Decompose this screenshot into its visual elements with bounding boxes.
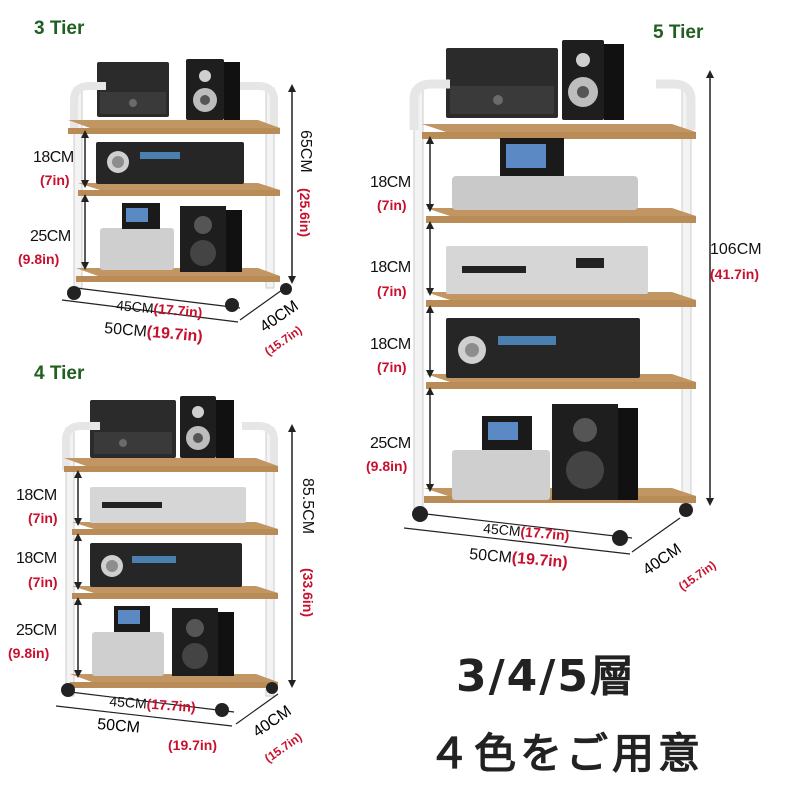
tier4-height-cm: 85.5CM: [299, 478, 316, 535]
caption-colors: ４色をご用意: [428, 729, 705, 778]
tier4-width-cm: 50CM: [96, 716, 141, 737]
tier4-inner-in: (17.7in): [146, 695, 197, 715]
tier4-gap3-cm: 25CM: [16, 622, 57, 639]
tier4-width-in: (19.7in): [168, 737, 218, 753]
tier3-height-in: (25.6in): [297, 188, 313, 238]
tier3-height-cm: 65CM: [297, 130, 314, 173]
tier4-gap2-cm: 18CM: [16, 550, 57, 567]
tier4-gap3-in: (9.8in): [8, 645, 50, 661]
tier5-gap3-in: (7in): [377, 359, 407, 375]
tier5-title: 5 Tier: [653, 22, 704, 43]
tier3-rack-illustration: [61, 59, 296, 323]
tier5-width-in: (19.7in): [511, 549, 569, 572]
tier5-height-cm: 106CM: [710, 241, 762, 258]
tier3-gap1-cm: 18CM: [33, 149, 74, 166]
tier5-gap4-cm: 25CM: [370, 435, 411, 452]
tier5-width-cm: 50CM: [468, 546, 513, 567]
tier3-gap1-in: (7in): [40, 172, 70, 188]
tier4-gap2-in: (7in): [28, 574, 58, 590]
tier5-gap3-cm: 18CM: [370, 336, 411, 353]
tier5-gap2-in: (7in): [377, 283, 407, 299]
tier3-inner-cm: 45CM: [115, 297, 155, 317]
tier5-gap2-cm: 18CM: [370, 259, 411, 276]
tier4-rack-illustration: [55, 396, 296, 727]
tier3-title: 3 Tier: [34, 18, 85, 39]
tier5-rack-illustration: [403, 40, 714, 555]
tier4-title: 4 Tier: [34, 363, 85, 384]
tier5-gap1-cm: 18CM: [370, 174, 411, 191]
tier5-inner-cm: 45CM: [482, 520, 522, 540]
tier4-gap1-cm: 18CM: [16, 487, 57, 504]
tier5-gap1-in: (7in): [377, 197, 407, 213]
tier3-width-cm: 50CM: [103, 320, 148, 341]
tier4-inner-cm: 45CM: [108, 693, 148, 712]
caption-tiers: 3/4/5層: [456, 651, 636, 702]
tier3-gap2-cm: 25CM: [30, 228, 71, 245]
tier4-gap1-in: (7in): [28, 510, 58, 526]
tier4-height-in: (33.6in): [300, 568, 316, 618]
tier5-gap4-in: (9.8in): [366, 458, 408, 474]
tier5-height-in: (41.7in): [710, 266, 760, 282]
tier3-gap2-in: (9.8in): [18, 251, 60, 267]
tier3-width-in: (19.7in): [146, 323, 204, 346]
